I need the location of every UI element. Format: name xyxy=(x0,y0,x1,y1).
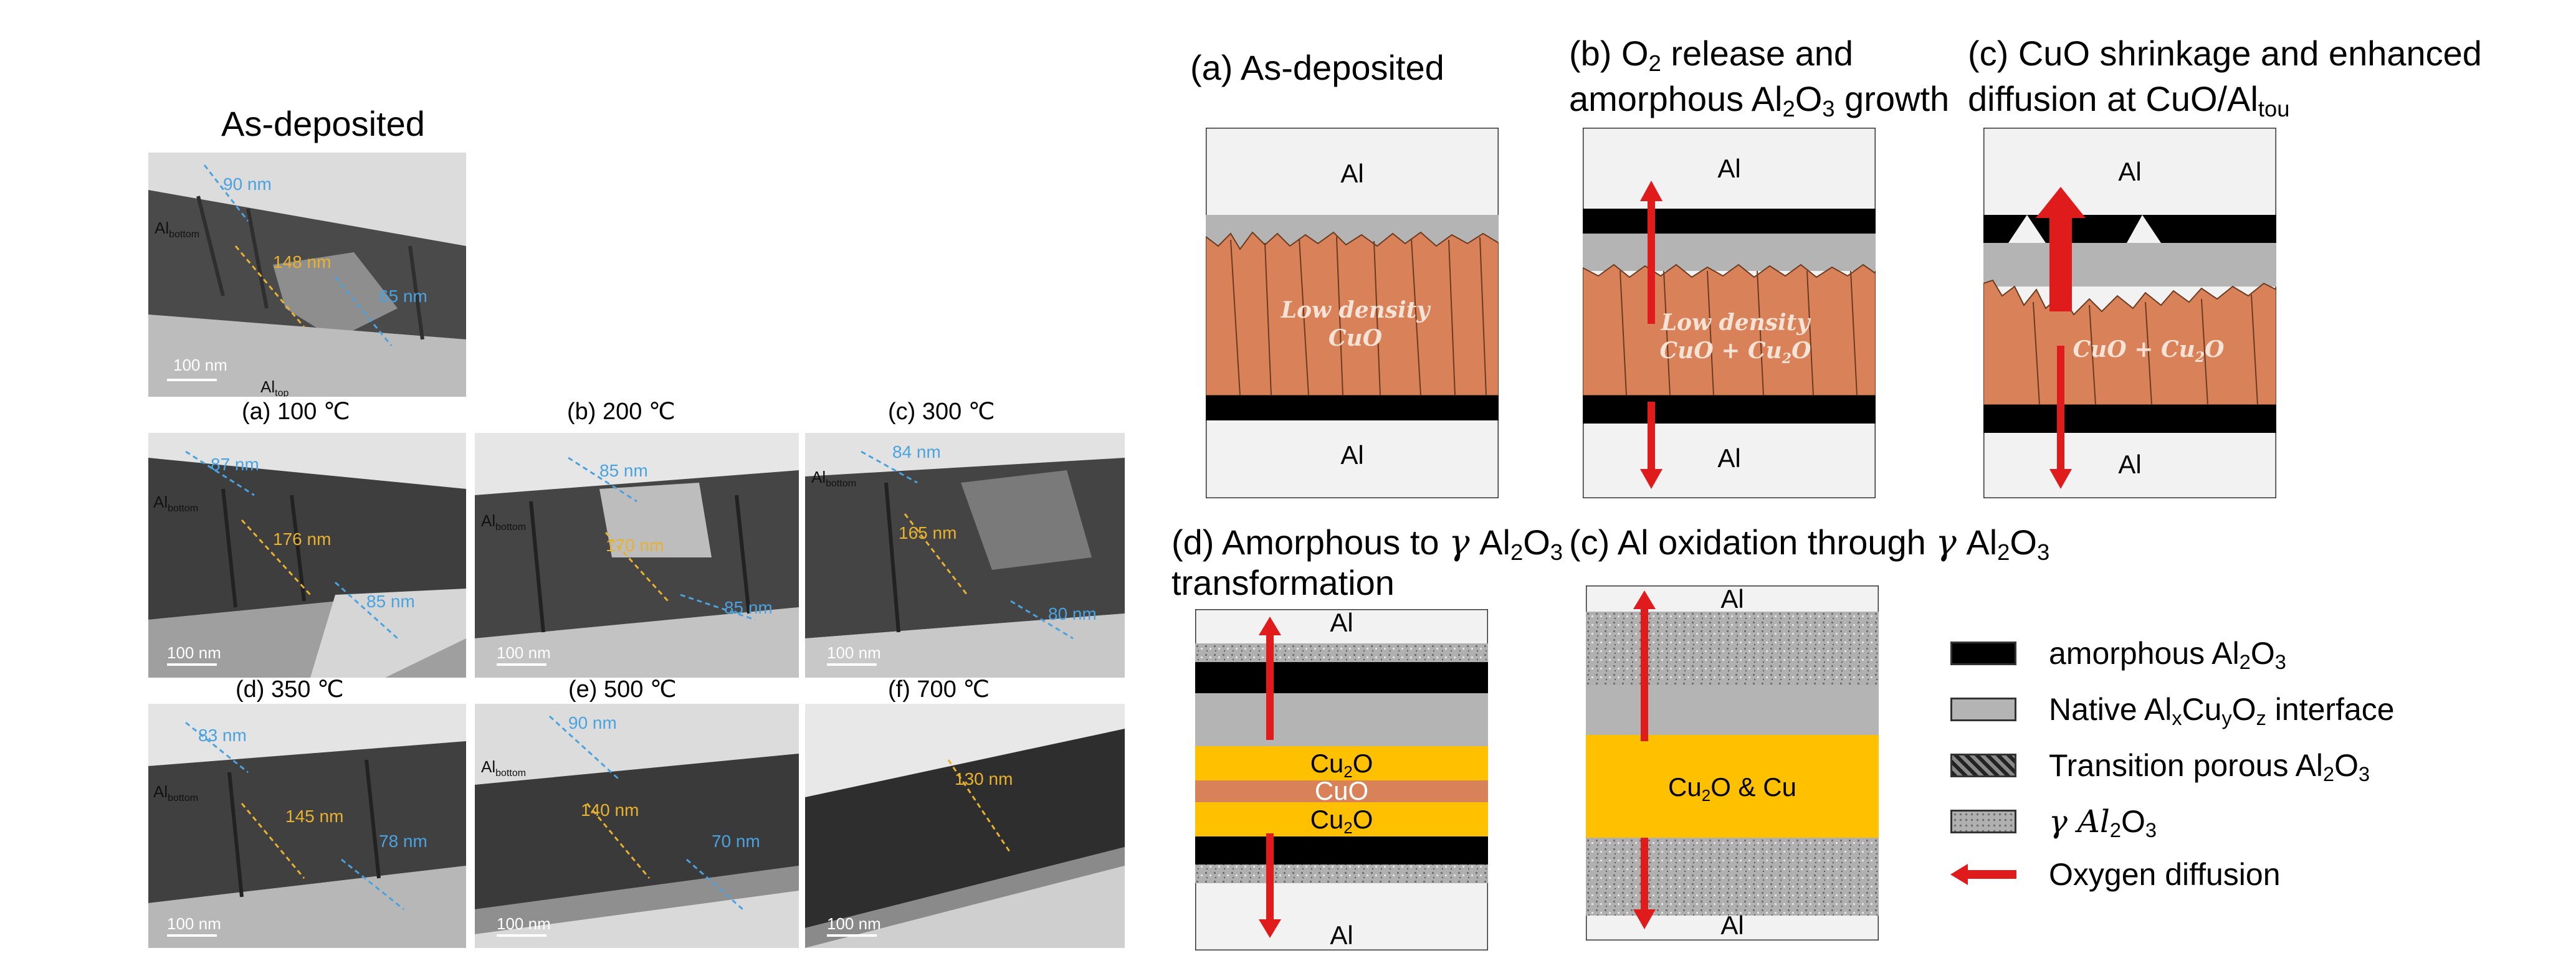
schematic-a: Al Al Low density CuO xyxy=(1205,126,1500,500)
scale-bar: 100 nm xyxy=(167,643,221,662)
measure-mid: 140 nm xyxy=(581,800,639,820)
legend-transition-text: Transition porous Al2O3 xyxy=(2049,748,2370,786)
schematic-c-al-top: Al xyxy=(2118,157,2141,186)
measure-top: 85 nm xyxy=(599,461,648,480)
label-500c: (e) 500 ℃ xyxy=(568,676,677,703)
tem-200c: 85 nm 170 nm 85 nm Albottom 100 nm xyxy=(475,433,799,678)
schematic-e-al-bottom: Al xyxy=(1720,911,1744,940)
al-label: Albottom xyxy=(811,468,856,489)
schematic-e: Al Al Cu2O & Cu xyxy=(1585,584,1880,942)
measure-bottom: 85 nm xyxy=(724,598,773,617)
legend-amorphous: amorphous Al2O3 xyxy=(1950,635,2286,674)
tem-as-deposited: 90 nm 148 nm 65 nm Albottom Altop 100 nm xyxy=(148,153,466,397)
measure-mid: 145 nm xyxy=(285,807,343,826)
scale-bar: 100 nm xyxy=(167,914,221,933)
schematic-d-title-2: transformation xyxy=(1171,563,1395,602)
measure-top: 90 nm xyxy=(223,174,272,194)
schematic-b-al-top: Al xyxy=(1717,154,1740,183)
schematic-d-cu2o-top: Cu2O xyxy=(1310,749,1373,781)
label-700c: (f) 700 ℃ xyxy=(888,676,990,703)
schematic-d-title-1: (d) Amorphous to γ Al2O3 xyxy=(1171,523,1563,566)
schematic-d-cu2o-bottom: Cu2O xyxy=(1310,805,1373,837)
schematic-b-title-1: (b) O2 release and xyxy=(1569,34,1854,77)
measure-bottom: 85 nm xyxy=(366,592,415,611)
tem-300c: 84 nm 165 nm 80 nm Albottom 100 nm xyxy=(805,433,1125,678)
schematic-d: Al Al Cu2O CuO Cu2O xyxy=(1194,608,1489,952)
tem-350c: 83 nm 145 nm 78 nm Albottom 100 nm xyxy=(148,704,466,948)
schematic-a-center1: Low density xyxy=(1281,297,1431,323)
schematic-c-title-2: diffusion at CuO/Altou xyxy=(1968,79,2290,122)
measure-mid: 130 nm xyxy=(955,769,1013,789)
measure-top: 84 nm xyxy=(892,442,941,462)
schematic-c: Al Al CuO + Cu2O xyxy=(1982,126,2278,500)
legend-gamma: γ Al2O3 xyxy=(1950,803,2157,840)
legend-native-text: Native AlxCuyOz interface xyxy=(2049,692,2395,730)
label-200c: (b) 200 ℃ xyxy=(567,399,675,425)
measure-mid: 176 nm xyxy=(273,529,331,549)
al-label: Albottom xyxy=(481,511,526,533)
legend-amorphous-text: amorphous Al2O3 xyxy=(2049,636,2286,674)
schematic-d-al-top: Al xyxy=(1330,609,1353,637)
al-label: Albottom xyxy=(155,219,199,240)
measure-mid: 148 nm xyxy=(273,252,331,272)
al-label: Albottom xyxy=(153,493,198,514)
measure-top: 83 nm xyxy=(198,726,247,745)
schematic-a-al-bottom: Al xyxy=(1340,440,1363,470)
schematic-b-title-2: amorphous Al2O3 growth xyxy=(1569,79,1950,122)
schematic-e-center: Cu2O & Cu xyxy=(1668,772,1796,805)
native-swatch xyxy=(1950,698,2016,721)
measure-mid: 165 nm xyxy=(899,523,956,542)
amorphous-swatch xyxy=(1950,642,2016,665)
scale-bar: 100 nm xyxy=(173,356,227,374)
transition-swatch xyxy=(1950,754,2016,777)
scale-bar: 100 nm xyxy=(827,914,881,933)
al-top-label: Altop xyxy=(260,377,289,397)
gamma-swatch xyxy=(1950,810,2016,833)
tem-700c: 130 nm 100 nm xyxy=(805,704,1125,948)
measure-bottom: 78 nm xyxy=(379,831,427,851)
schematic-d-al-bottom: Al xyxy=(1330,921,1353,950)
schematic-b-center1: Low density xyxy=(1661,310,1811,336)
label-100c: (a) 100 ℃ xyxy=(242,399,350,425)
measure-bottom: 70 nm xyxy=(712,831,760,851)
schematic-e-title: (c) Al oxidation through γ Al2O3 xyxy=(1569,523,2050,566)
measure-top: 90 nm xyxy=(568,713,617,732)
schematic-b-al-bottom: Al xyxy=(1717,443,1740,473)
al-label: Albottom xyxy=(153,782,198,803)
schematic-b-center2: CuO + Cu2O xyxy=(1660,338,1812,367)
schematic-c-al-bottom: Al xyxy=(2118,450,2141,479)
as-deposited-title: As-deposited xyxy=(221,104,425,143)
schematic-a-al-top: Al xyxy=(1340,159,1363,188)
scale-bar: 100 nm xyxy=(827,643,881,662)
tem-100c: 87 nm 176 nm 85 nm Albottom 100 nm xyxy=(148,433,466,678)
scale-bar: 100 nm xyxy=(497,914,551,933)
scale-bar: 100 nm xyxy=(497,643,551,662)
al-label: Albottom xyxy=(481,757,526,779)
legend-gamma-text: γ Al2O3 xyxy=(2049,803,2157,842)
label-300c: (c) 300 ℃ xyxy=(888,399,995,425)
schematic-e-al-top: Al xyxy=(1720,585,1744,613)
schematic-a-center2: CuO xyxy=(1329,325,1383,351)
label-350c: (d) 350 ℃ xyxy=(236,676,344,703)
schematic-c-center: CuO + Cu2O xyxy=(2073,336,2225,366)
schematic-d-cuo: CuO xyxy=(1315,776,1368,805)
measure-top: 87 nm xyxy=(211,455,259,474)
schematic-b: Al Al Low density CuO + Cu2O xyxy=(1581,126,1877,500)
schematic-a-title: (a) As-deposited xyxy=(1190,48,1444,87)
measure-bottom: 80 nm xyxy=(1048,604,1097,623)
measure-bottom: 65 nm xyxy=(379,287,427,306)
schematic-c-title-1: (c) CuO shrinkage and enhanced xyxy=(1968,34,2482,73)
legend-oxygen: Oxygen diffusion xyxy=(1950,856,2281,893)
oxygen-arrow-icon xyxy=(1950,863,2016,886)
tem-500c: 90 nm 140 nm 70 nm Albottom 100 nm xyxy=(475,704,799,948)
measure-mid: 170 nm xyxy=(606,536,664,555)
legend-transition: Transition porous Al2O3 xyxy=(1950,747,2370,784)
legend-native: Native AlxCuyOz interface xyxy=(1950,691,2395,730)
legend-oxygen-text: Oxygen diffusion xyxy=(2049,857,2281,892)
